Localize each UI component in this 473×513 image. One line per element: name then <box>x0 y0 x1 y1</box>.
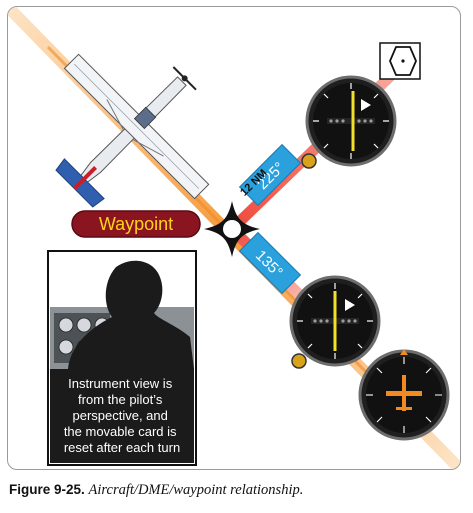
pilot-view-note: Instrument view is from the pilot’s pers… <box>64 376 180 455</box>
note-line-5: reset after each turn <box>64 440 180 455</box>
waypoint-symbol <box>204 201 260 257</box>
note-line-2: from the pilot’s <box>78 392 163 407</box>
note-line-3: perspective, and <box>72 408 167 423</box>
vor-station-icon <box>379 42 421 80</box>
note-line-4: the movable card is <box>64 424 177 439</box>
figure-caption: Figure 9-25. Aircraft/DME/waypoint relat… <box>9 482 303 499</box>
radial-block-135: 135° <box>238 231 302 295</box>
pilot-view-inset: Instrument view is from the pilot’s pers… <box>47 250 197 466</box>
vor-indicator-upper <box>301 75 397 169</box>
diagram-canvas: 225° 12 NM 135° Waypoint <box>8 7 460 469</box>
figure-title: Aircraft/DME/waypoint relationship. <box>88 482 304 498</box>
waypoint-badge: Waypoint <box>71 210 201 238</box>
waypoint-label: Waypoint <box>99 214 173 234</box>
figure-label: Figure 9-25. <box>9 482 85 497</box>
diagram-frame: 225° 12 NM 135° Waypoint <box>7 6 461 470</box>
heading-indicator <box>358 349 450 441</box>
airplane-symbol-icon <box>386 375 422 411</box>
aircraft-icon <box>55 53 210 208</box>
vor-indicator-lower <box>289 275 381 369</box>
note-line-1: Instrument view is <box>68 376 173 391</box>
pilot-silhouette <box>68 260 194 369</box>
